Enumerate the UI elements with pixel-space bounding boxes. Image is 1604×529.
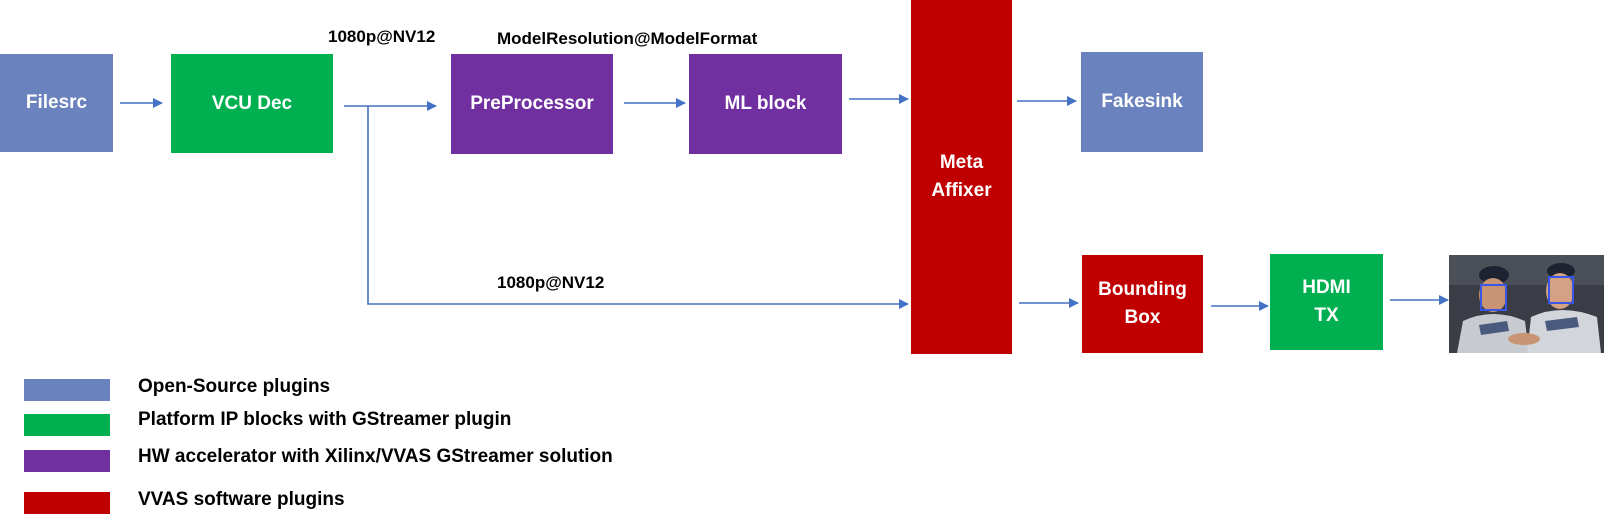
legend-text-open-source: Open-Source plugins (138, 376, 331, 397)
vcu-dec-block: VCU Dec (171, 54, 333, 153)
hdmi-tx-block: HDMI TX (1270, 254, 1383, 350)
legend-swatch-platform-ip (24, 414, 110, 436)
legend-swatch-vvas-software (24, 492, 110, 514)
vcu-dec-label: VCU Dec (211, 92, 293, 114)
legend-text-vvas-software: VVAS software plugins (138, 489, 345, 510)
model-format-label: ModelResolution@ModelFormat (497, 29, 758, 48)
top-format-label: 1080p@NV12 (328, 27, 436, 46)
bounding-box-label: Bounding Box (1098, 279, 1187, 328)
detected-faces-photo (1449, 255, 1604, 353)
fakesink-block: Fakesink (1081, 52, 1203, 152)
bottom-format-label: 1080p@NV12 (497, 273, 605, 292)
filesrc-block: Filesrc (0, 54, 113, 152)
legend-text-platform-ip: Platform IP blocks with GStreamer plugin (138, 409, 512, 430)
fakesink-label: Fakesink (1101, 91, 1183, 113)
hdmi-tx-label: HDMI TX (1302, 277, 1351, 326)
meta-affixer-block: Meta Affixer (911, 0, 1012, 354)
ml-block-label: ML block (724, 93, 807, 115)
legend-swatch-hw-accelerator (24, 450, 110, 472)
preprocessor-block: PreProcessor (451, 54, 613, 154)
preprocessor-label: PreProcessor (470, 93, 594, 115)
meta-affixer-label: Meta Affixer (931, 152, 992, 201)
legend-text-hw-accelerator: HW accelerator with Xilinx/VVAS GStreame… (138, 446, 613, 467)
bounding-box-block: Bounding Box (1082, 255, 1203, 353)
arrow-vcu-branch-to-meta-affixer (367, 106, 909, 309)
ml-block: ML block (689, 54, 842, 154)
legend-swatch-open-source (24, 379, 110, 401)
filesrc-label: Filesrc (25, 92, 88, 114)
